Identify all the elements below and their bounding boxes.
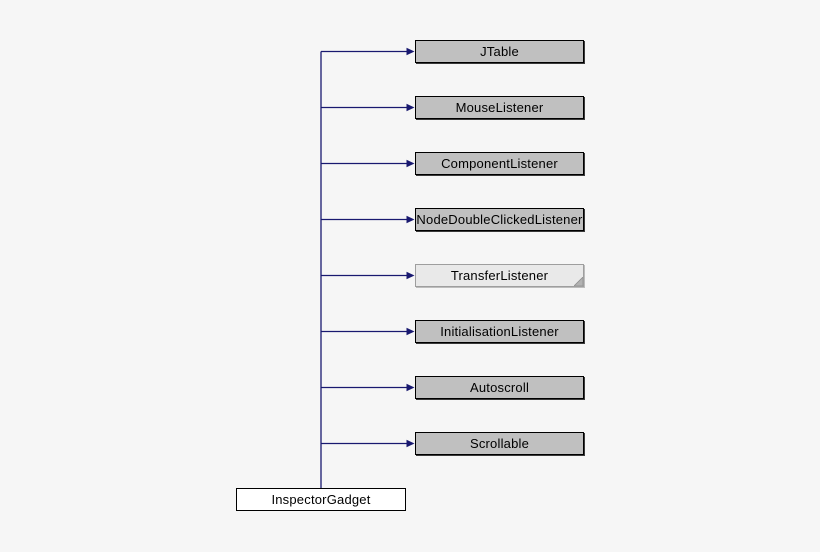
arrowhead-icon [406,439,415,448]
class-name: Scrollable [469,436,530,451]
class-node-componentlistener[interactable]: ComponentListener [415,152,584,175]
class-node-scrollable[interactable]: Scrollable [415,432,584,455]
class-node-autoscroll[interactable]: Autoscroll [415,376,584,399]
class-name: NodeDoubleClickedListener [416,212,583,227]
class-name: ComponentListener [441,156,558,171]
arrowhead-icon [406,159,415,168]
class-name: Autoscroll [469,380,530,395]
class-node-mouselistener[interactable]: MouseListener [415,96,584,119]
class-node-transferlistener: TransferListener [415,264,584,287]
arrowhead-icon [406,271,415,280]
folded-corner-icon [574,277,583,286]
class-name: InitialisationListener [440,324,559,339]
class-node-inspectorgadget: InspectorGadget [236,488,406,511]
class-name: InspectorGadget [271,492,371,507]
class-node-jtable[interactable]: JTable [415,40,584,63]
class-node-initialisationlistener[interactable]: InitialisationListener [415,320,584,343]
arrowhead-icon [406,47,415,56]
arrowhead-icon [406,383,415,392]
class-name: JTable [480,44,519,59]
arrowhead-icon [406,215,415,224]
class-name: MouseListener [455,100,544,115]
arrowhead-icon [406,103,415,112]
class-node-nodedoubleclickedlistener[interactable]: NodeDoubleClickedListener [415,208,584,231]
arrowhead-icon [406,327,415,336]
class-name: TransferListener [450,268,549,283]
